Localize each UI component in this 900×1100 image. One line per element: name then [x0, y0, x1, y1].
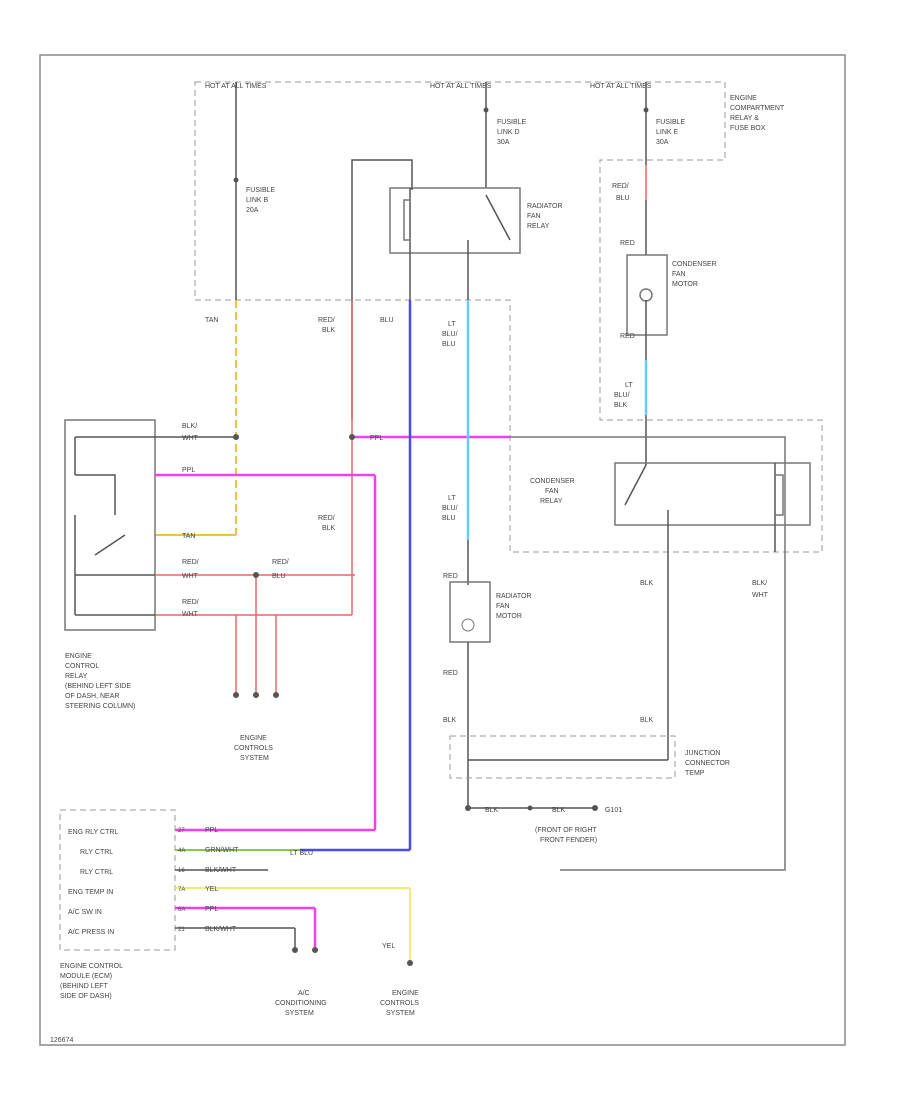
svg-text:A/C PRESS IN: A/C PRESS IN	[68, 929, 114, 936]
wire-label-red-cond: RED	[620, 240, 635, 247]
wire-label-red-wht: RED/ WHT	[182, 559, 201, 580]
radiator-fan-relay-label: RADIATOR FAN RELAY	[527, 203, 564, 230]
wire-label-ppl-top: PPL	[370, 435, 383, 442]
footer-code: 126674	[50, 1037, 73, 1044]
ecm-box	[59, 809, 176, 951]
hot-label-right: HOT AT ALL TIMES	[590, 83, 652, 90]
wire-label-red-wht-2: RED/ WHT	[182, 599, 201, 618]
ecm-pin-labels: ENG RLY CTRL RLY CTRL RLY CTRL ENG TEMP …	[68, 829, 118, 936]
radiator-fan-motor-box	[449, 581, 491, 643]
wire-label-lt-blu-blk: LT BLU/ BLK	[614, 382, 634, 409]
wire-label-blu: BLU	[380, 317, 394, 324]
fuse-box-label: ENGINE COMPARTMENT RELAY & FUSE BOX	[730, 95, 786, 132]
wire-label-red-rad-2: RED	[443, 670, 458, 677]
svg-text:ENG TEMP IN: ENG TEMP IN	[68, 889, 113, 896]
wire-label-lt-blu-ecm: LT BLU	[290, 850, 313, 857]
engine-control-relay-label: ENGINE CONTROL RELAY (BEHIND LEFT SIDE O…	[65, 653, 135, 710]
ecm-pin-num-1: 27	[178, 828, 185, 834]
condenser-fan-relay-box	[614, 462, 811, 526]
svg-text:RLY CTRL: RLY CTRL	[80, 869, 113, 876]
condenser-fan-motor-box	[626, 254, 668, 336]
wire-label-red-rad: RED	[443, 573, 458, 580]
wire-label-blk-wht-right: BLK/ WHT	[752, 580, 769, 599]
wire-label-blk-ground-2: BLK	[552, 807, 566, 814]
diagram-frame	[39, 54, 846, 1046]
wire-label-yel-bottom: YEL	[382, 943, 395, 950]
ground-label: G101 (FRONT OF RIGHT FRONT FENDER)	[535, 807, 624, 844]
wire-label-ppl-ecm-2: PPL	[205, 906, 218, 913]
junction-connector-label: JUNCTION CONNECTOR TEMP	[685, 750, 732, 777]
wire-label-grn-wht: GRN/WHT	[205, 847, 239, 854]
radiator-relay-box	[389, 187, 521, 254]
condenser-fan-motor-label: CONDENSER FAN MOTOR	[672, 261, 719, 288]
engine-control-relay-box	[64, 419, 156, 631]
wire-label-blk-wht-ecm-2: BLK/WHT	[205, 926, 237, 933]
wire-label-red-blu-cond: RED/ BLU	[612, 183, 631, 202]
wire-label-tan: TAN	[205, 317, 218, 324]
fusible-link-e: FUSIBLE LINK E 30A	[656, 119, 687, 146]
ecm-pin-num-3: 16	[178, 868, 185, 874]
radiator-fan-motor-label: RADIATOR FAN MOTOR	[496, 593, 533, 620]
ecm-label: ENGINE CONTROL MODULE (ECM) (BEHIND LEFT…	[60, 963, 125, 1000]
wire-label-blk-rad: BLK	[443, 717, 457, 724]
svg-text:RLY CTRL: RLY CTRL	[80, 849, 113, 856]
ac-system-label: A/C CONDITIONING SYSTEM	[275, 990, 329, 1017]
wire-label-red-blu: RED/ BLU	[272, 559, 291, 580]
wire-label-lt-blu-blu-2: LT BLU/ BLU	[442, 495, 460, 522]
svg-text:A/C SW IN: A/C SW IN	[68, 909, 102, 916]
wire-label-ppl-ecm: PPL	[205, 827, 218, 834]
fusible-link-d: FUSIBLE LINK D 30A	[497, 119, 528, 146]
wire-label-blk-cond: BLK	[640, 580, 654, 587]
ecm-pin-num-2: 4A	[178, 848, 185, 854]
svg-text:ENG RLY CTRL: ENG RLY CTRL	[68, 829, 118, 836]
wire-label-red-cond-2: RED	[620, 333, 635, 340]
wire-label-tan-relay: TAN	[182, 533, 195, 540]
junction-connector-box	[449, 735, 676, 779]
ecm-pin-num-4: 7A	[178, 887, 185, 893]
wire-label-red-blk-top: RED/ BLK	[318, 317, 337, 334]
ecm-pin-num-5: 8A	[178, 907, 185, 913]
wire-label-blk-jct: BLK	[640, 717, 654, 724]
wire-label-blk-wht: BLK/ WHT	[182, 423, 199, 442]
ecm-pin-num-6: 21	[178, 927, 185, 933]
wire-label-blk-ground: BLK	[485, 807, 499, 814]
wire-label-yel: YEL	[205, 886, 218, 893]
fuse-box-outline	[194, 81, 823, 553]
hot-label-mid: HOT AT ALL TIMES	[430, 83, 492, 90]
wire-label-blk-wht-ecm: BLK/WHT	[205, 867, 237, 874]
condenser-fan-relay-label: CONDENSER FAN RELAY	[530, 478, 577, 505]
wire-label-red-blk-mid: RED/ BLK	[318, 515, 337, 532]
engine-controls-system-bottom: ENGINE CONTROLS SYSTEM	[380, 990, 421, 1017]
fusible-link-b: FUSIBLE LINK B 20A	[246, 187, 277, 214]
wire-label-lt-blu-blu: LT BLU/ BLU	[442, 321, 460, 348]
wire-label-ppl-relay: PPL	[182, 467, 195, 474]
engine-controls-system-top: ENGINE CONTROLS SYSTEM	[234, 735, 275, 762]
